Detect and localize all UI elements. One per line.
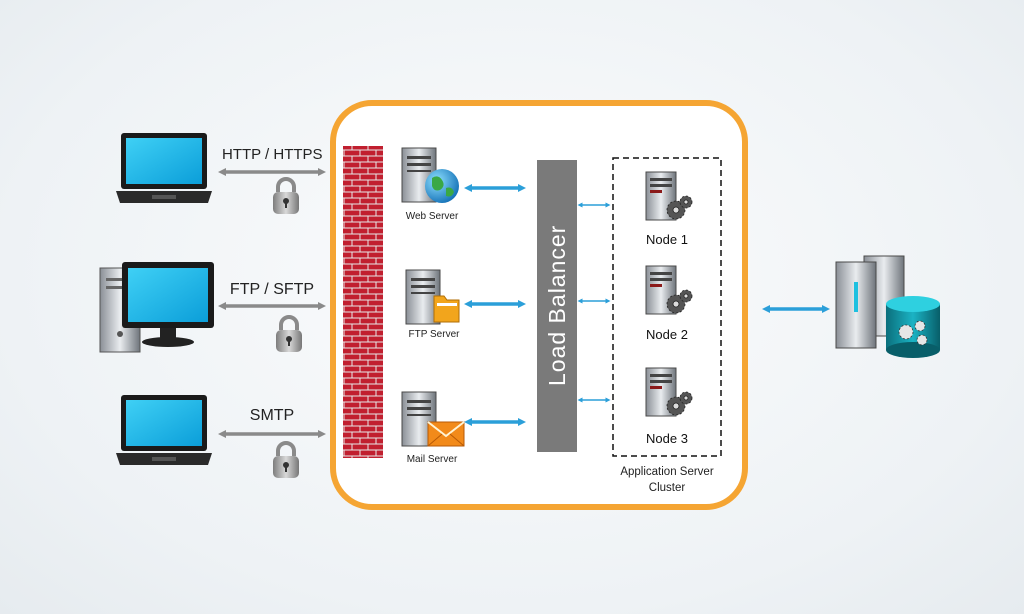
cluster-box xyxy=(612,157,722,457)
gear-icon xyxy=(666,195,693,220)
node-arrows xyxy=(577,202,611,403)
desktop-computer-icon xyxy=(99,262,214,353)
mail-server-icon xyxy=(401,391,465,447)
laptop-icon xyxy=(116,395,212,465)
web-server-icon xyxy=(401,147,459,203)
database-icon xyxy=(886,296,940,358)
firewall xyxy=(343,146,383,458)
node-label-3: Node 3 xyxy=(646,431,688,446)
node-server-icon xyxy=(645,171,693,221)
ftp-server-label: FTP Server xyxy=(408,329,460,340)
laptop-icon xyxy=(116,133,212,203)
cluster-label-line1: Application Server xyxy=(620,466,714,478)
lock-icon xyxy=(273,177,299,214)
lock-icon xyxy=(273,441,299,478)
server-arrows xyxy=(464,184,526,426)
envelope-icon xyxy=(427,421,465,447)
gear-icon xyxy=(666,289,693,314)
load-balancer-bar xyxy=(537,160,577,452)
lock-icon xyxy=(276,315,302,352)
database-server-icon xyxy=(835,255,940,358)
gear-icon xyxy=(666,391,693,416)
load-balancer-label: Load Balancer xyxy=(544,224,570,386)
node-server-icon xyxy=(645,265,693,315)
protocol-label-ftp: FTP / SFTP xyxy=(229,281,315,298)
cluster-label: Application Server Cluster xyxy=(602,464,732,496)
web-server-label: Web Server xyxy=(405,211,459,222)
node-server-icon xyxy=(645,367,693,417)
globe-icon xyxy=(425,169,459,203)
protocol-label-http: HTTP / HTTPS xyxy=(222,146,323,163)
client-arrows xyxy=(218,168,326,438)
ftp-server-icon xyxy=(405,269,460,325)
protocol-label-smtp: SMTP xyxy=(249,407,295,424)
node-label-2: Node 2 xyxy=(646,327,688,342)
mail-server-label: Mail Server xyxy=(406,454,458,465)
cluster-label-line2: Cluster xyxy=(648,482,686,494)
node-label-1: Node 1 xyxy=(646,232,688,247)
folder-icon xyxy=(433,295,460,323)
